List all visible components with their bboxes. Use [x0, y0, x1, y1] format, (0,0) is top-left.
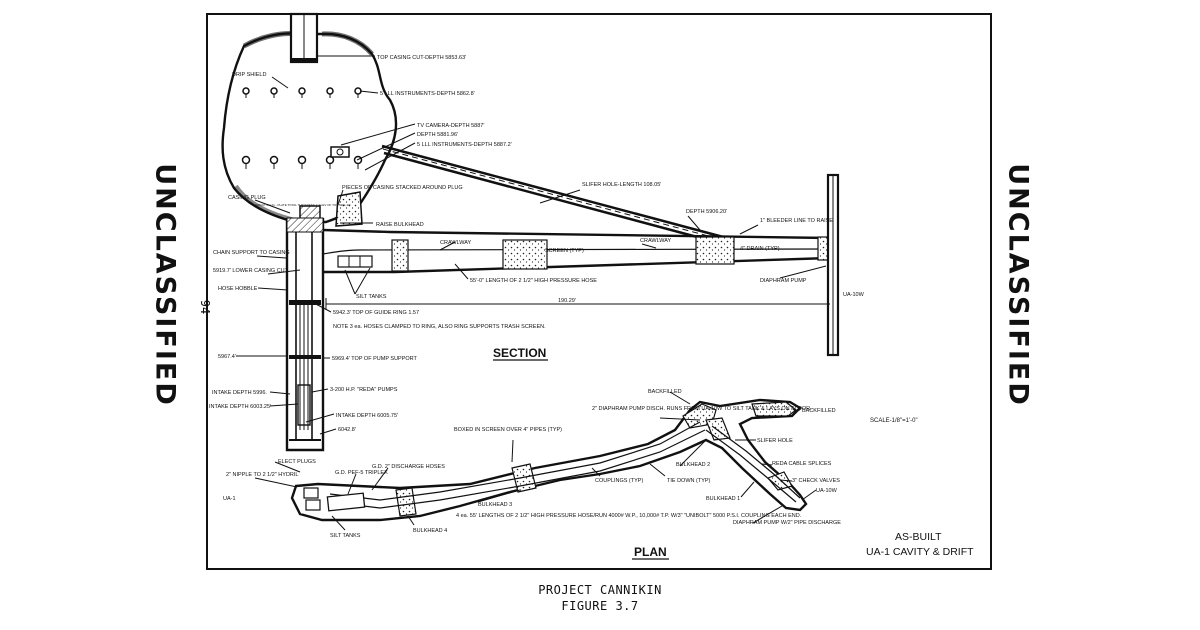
section-leaders: [236, 55, 827, 435]
as-built-line1: AS-BUILT: [895, 531, 942, 543]
label-hose-length: 55'-0" LENGTH OF 2 1/2" HIGH PRESSURE HO…: [470, 278, 597, 284]
instrument-row-lower: [241, 155, 363, 169]
backfill-right: [751, 401, 797, 417]
label-boxed-screen: BOXED IN SCREEN OVER 4" PIPES (TYP): [454, 427, 562, 433]
caption-project: PROJECT CANNIKIN: [538, 583, 662, 597]
caption-figure: FIGURE 3.7: [561, 599, 639, 613]
label-check-valves: 3" CHECK VALVES: [792, 478, 840, 484]
label-drip-shield: DRIP SHIELD: [232, 72, 266, 78]
label-backfilled-left: BACKFILLED: [648, 389, 682, 395]
label-bulkhead-3: BULKHEAD 3: [478, 502, 512, 508]
label-depth-5906: DEPTH 5906.20': [686, 209, 727, 215]
label-diaphram-pump-plan: DIAPHRAM PUMP W/2" PIPE DISCHARGE: [733, 520, 841, 526]
label-hose-hobble: HOSE HOBBLE: [218, 286, 258, 292]
label-nipple: 2" NIPPLE TO 2 1/2" HYDRIL: [226, 472, 298, 478]
drawing-frame: [206, 13, 992, 570]
label-ua-10w-plan: UA-10W: [816, 488, 838, 494]
label-casing-plug: CASING PLUG: [228, 195, 266, 201]
label-bulkhead-2: BULKHEAD 2: [676, 462, 710, 468]
vertical-shaft: [285, 217, 325, 452]
label-intake-5996: INTAKE DEPTH 5996.: [212, 390, 267, 396]
label-lll-upper: 5 LLL INSTRUMENTS-DEPTH 5862.8': [380, 91, 475, 97]
label-casing-plug-note: GROUT PLUG - PLATE TOTAL THICKNESS 1' EL…: [255, 203, 351, 207]
label-depth-5967: 5967.4': [218, 354, 236, 360]
label-intake-6003: INTAKE DEPTH 6003.25': [209, 404, 271, 410]
plan-leaders: [254, 391, 817, 531]
label-gd-pef: G.D. PEF-5 TRIPLEX: [335, 470, 388, 476]
label-silt-tanks-plan: SILT TANKS: [330, 533, 361, 539]
label-screen: SCREEN (TYP): [545, 248, 584, 254]
label-bulkhead-1: BULKHEAD 1: [706, 496, 740, 502]
slifer-hole: [381, 144, 728, 247]
label-slifer-hole-plan: SLIFER HOLE: [757, 438, 793, 444]
label-intake-6005: INTAKE DEPTH 6005.75': [336, 413, 398, 419]
instrument-row-upper: [242, 87, 362, 98]
label-ua-1: UA-1: [223, 496, 236, 502]
plan-label-layer: ELECT PLUGS 2" NIPPLE TO 2 1/2" HYDRIL U…: [223, 389, 841, 539]
label-lengths-note: 4 ea. 55' LENGTHS OF 2 1/2" HIGH PRESSUR…: [456, 513, 802, 519]
drift-section: [322, 173, 840, 357]
silt-tanks-section: [337, 255, 373, 268]
section-title: SECTION: [493, 346, 546, 360]
label-guide-ring: 5942.3' TOP OF GUIDE RING 1.57: [333, 310, 419, 316]
casing-pieces: [335, 191, 363, 227]
label-depth-6042: 6042.8': [338, 427, 356, 433]
label-lower-casing-cut: 5919.7' LOWER CASING CUT: [213, 268, 289, 274]
label-tv-camera: TV CAMERA-DEPTH 5887': [417, 123, 484, 129]
label-gd-discharge: G.D. 2" DISCHARGE HOSES: [372, 464, 445, 470]
label-reda-splices: REDA CABLE SPLICES: [772, 461, 832, 467]
plan-title: PLAN: [634, 545, 667, 559]
label-crawlway-right: CRAWLWAY: [640, 238, 671, 244]
label-ua-10w-section: UA-10W: [843, 292, 865, 298]
label-depth-5881: DEPTH 5881.96': [417, 132, 458, 138]
triplex-pump: [326, 492, 366, 512]
label-lll-lower: 5 LLL INSTRUMENTS-DEPTH 5887.2': [417, 142, 512, 148]
label-top-casing: TOP CASING CUT-DEPTH 5853.63': [377, 55, 466, 61]
label-tie-down: TIE DOWN (TYP): [667, 478, 711, 484]
label-raise-bulkhead: RAISE BULKHEAD: [376, 222, 424, 228]
label-couplings: COUPLINGS (TYP): [595, 478, 643, 484]
plan-view: [290, 398, 808, 522]
label-bleeder: 1" BLEEDER LINE TO RAISE: [760, 218, 833, 224]
label-elect-plugs: ELECT PLUGS: [278, 459, 316, 465]
tv-camera: [330, 146, 350, 158]
label-crawlway-left: CRAWLWAY: [440, 240, 471, 246]
label-silt-tanks-section: SILT TANKS: [356, 294, 387, 300]
section-label-layer: TOP CASING CUT-DEPTH 5853.63' DRIP SHIEL…: [209, 55, 865, 433]
label-diaphram-pump-section: DIAPHRAM PUMP: [760, 278, 807, 284]
label-bulkhead-4: BULKHEAD 4: [413, 528, 447, 534]
label-drain: 4" DRAIN (TYP): [740, 246, 780, 252]
as-built-line2: UA-1 CAVITY & DRIFT: [866, 546, 974, 558]
label-guide-note: NOTE 3 ea. HOSES CLAMPED TO RING, ALSO R…: [333, 324, 546, 330]
label-slifer-hole: SLIFER HOLE-LENGTH 108.05': [582, 182, 661, 188]
cavity-section: [221, 12, 398, 227]
scale-note: SCALE-1/8"=1'-0": [870, 418, 918, 424]
label-dimension-190: 190.29': [558, 298, 576, 304]
label-reda-pumps: 3-200 H.P. "REDA" PUMPS: [330, 387, 398, 393]
label-backfilled-right: BACKFILLED: [802, 408, 836, 414]
plan-outline: [290, 398, 808, 522]
label-pieces-casing: PIECES OF CASING STACKED AROUND PLUG: [342, 185, 463, 191]
label-pump-support: 5969.4' TOP OF PUMP SUPPORT: [332, 356, 418, 362]
label-chain-support: CHAIN SUPPORT TO CASING: [213, 250, 290, 256]
label-pump-disch: 2" DIAPHRAM PUMP DISCH. RUNS FROM UA-10W…: [592, 406, 812, 412]
